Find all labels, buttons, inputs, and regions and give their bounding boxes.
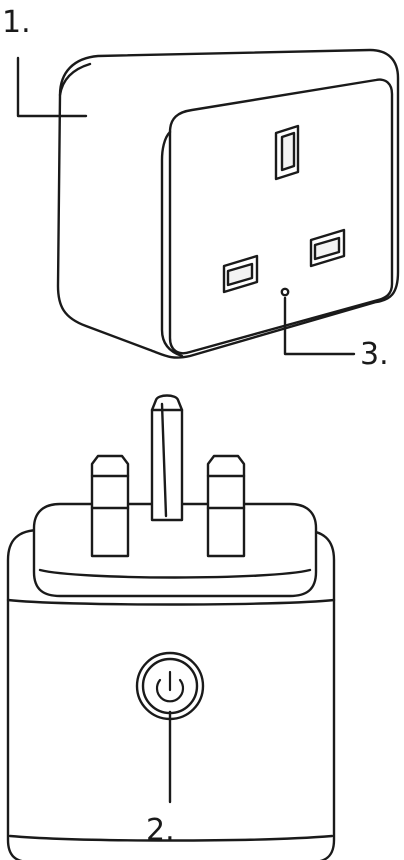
power-icon (155, 670, 185, 703)
plug-back-view (6, 394, 336, 860)
callout-3-leader (283, 296, 356, 356)
power-button[interactable] (135, 651, 205, 721)
left-pin (90, 454, 130, 558)
socket-face (168, 78, 394, 355)
right-pin (206, 454, 246, 558)
earth-pin (150, 394, 184, 522)
pin-platform-inner (38, 568, 312, 579)
back-body-lip (6, 598, 336, 606)
left-pin-slot (222, 254, 259, 294)
back-body-bottom-edge (8, 834, 334, 842)
socket-face-depth (160, 130, 184, 358)
led-indicator (280, 287, 290, 297)
right-pin-slot (309, 228, 346, 268)
front-body-depth-edge (58, 62, 92, 97)
plug-front-view (56, 48, 400, 359)
callout-3-label: 3. (360, 337, 389, 372)
callout-2-label: 2. (146, 813, 175, 848)
callout-1-leader (16, 56, 88, 118)
callout-1-label: 1. (2, 5, 31, 40)
earth-slot (274, 124, 300, 181)
